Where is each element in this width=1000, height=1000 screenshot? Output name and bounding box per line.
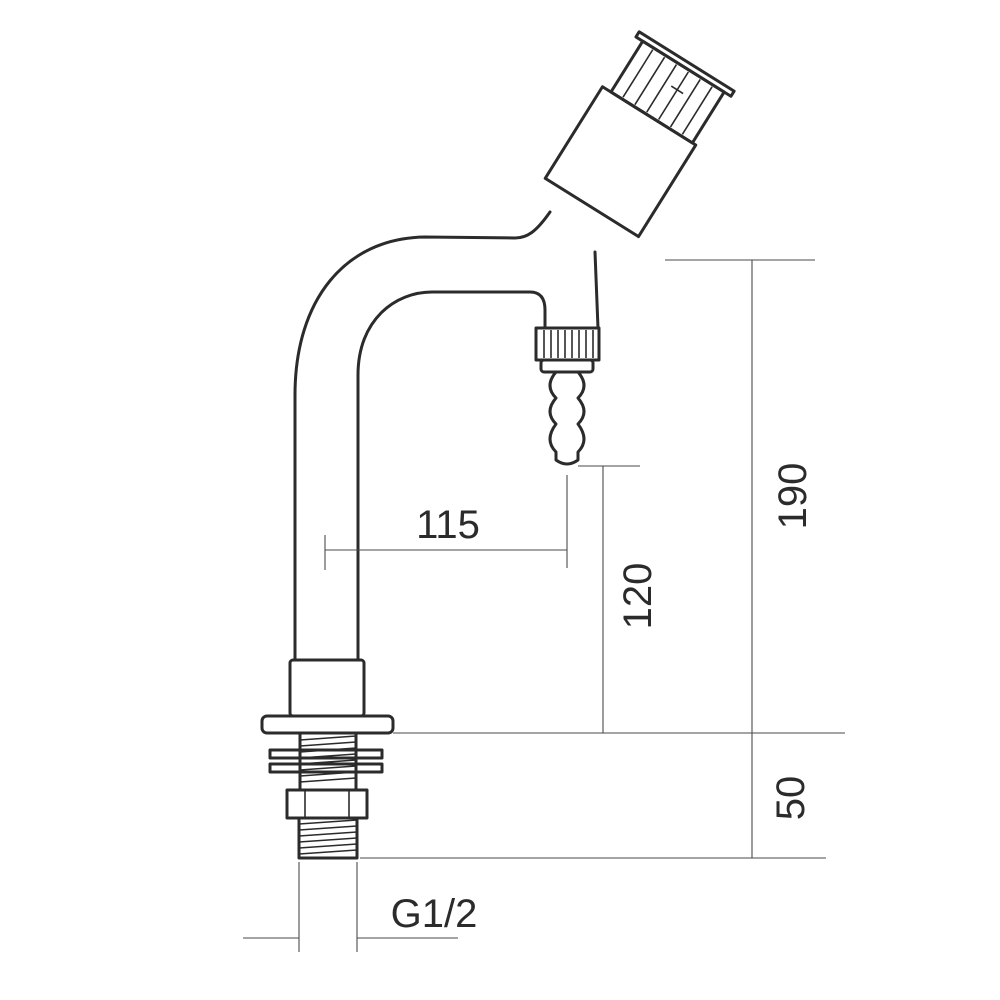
thread-size-label: G1/2 (391, 892, 478, 936)
dim-190-label: 190 (771, 463, 815, 530)
handle-lip (634, 30, 736, 98)
handle-knurling (622, 49, 713, 135)
mounting-base (260, 658, 395, 860)
lower-thread-lines (298, 819, 358, 855)
washer-top (268, 748, 384, 760)
outlet-nozzle (534, 326, 601, 466)
hex-nut (285, 788, 369, 820)
base-flange (260, 714, 395, 735)
faucet-body (293, 210, 600, 662)
valve-head (543, 30, 736, 239)
hose-barb (548, 370, 586, 466)
washer-bottom (268, 762, 384, 774)
dim-50-label: 50 (769, 776, 813, 821)
dim-115-label: 115 (416, 503, 480, 547)
base-collar (288, 658, 366, 718)
spout-outer-contour (293, 210, 552, 662)
dimension-labels: 115 120 190 50 G1/2 (391, 463, 815, 936)
outlet-nut-knurling (543, 330, 594, 358)
outlet-neck-wall (593, 250, 600, 330)
valve-body (543, 85, 698, 239)
outlet-nut (534, 326, 601, 362)
dimension-lines (243, 259, 845, 952)
spout-inner-contour (356, 290, 547, 662)
barb-collar (539, 358, 595, 374)
dim-120-label: 120 (616, 563, 660, 630)
